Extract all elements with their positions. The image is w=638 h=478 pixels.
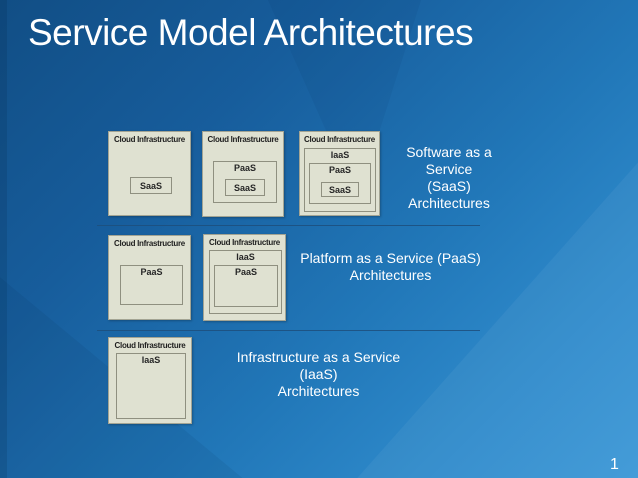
caption-line: Architectures xyxy=(408,195,490,211)
caption-line: Architectures xyxy=(349,267,432,283)
row-divider xyxy=(97,225,480,226)
diagram-paas-on-cloud: Cloud Infrastructure PaaS xyxy=(108,235,191,320)
paas-label: PaaS xyxy=(328,165,352,175)
paas-box: PaaS xyxy=(214,265,278,307)
cloud-infrastructure-label: Cloud Infrastructure xyxy=(209,238,280,247)
diagram-saas-on-paas: Cloud Infrastructure PaaS SaaS xyxy=(202,131,284,217)
saas-box: SaaS xyxy=(321,182,359,197)
slide-title: Service Model Architectures xyxy=(28,12,474,53)
paas-box: PaaS SaaS xyxy=(213,161,277,203)
cloud-infrastructure-label: Cloud Infrastructure xyxy=(304,135,375,144)
caption-line: Platform as a Service (PaaS) xyxy=(300,250,481,266)
cloud-infrastructure-label: Cloud Infrastructure xyxy=(114,341,186,350)
cloud-infrastructure-label: Cloud Infrastructure xyxy=(114,135,185,144)
caption-iaas: Infrastructure as a Service (IaaS) Archi… xyxy=(216,349,421,400)
caption-line: Architectures xyxy=(277,383,360,399)
cloud-infrastructure-label: Cloud Infrastructure xyxy=(114,239,185,248)
paas-label: PaaS xyxy=(234,267,258,277)
iaas-box: IaaS xyxy=(116,353,186,419)
iaas-box: IaaS PaaS SaaS xyxy=(304,148,376,212)
diagram-saas-on-paas-on-iaas: Cloud Infrastructure IaaS PaaS SaaS xyxy=(299,131,380,216)
cloud-infrastructure-label: Cloud Infrastructure xyxy=(207,135,279,144)
diagram-paas-on-iaas: Cloud Infrastructure IaaS PaaS xyxy=(203,234,286,321)
background-facet xyxy=(0,0,7,478)
caption-line: Infrastructure as a Service (IaaS) xyxy=(236,349,401,382)
caption-saas: Software as a Service (SaaS) Architectur… xyxy=(385,144,513,212)
row-divider xyxy=(97,330,480,331)
paas-box: PaaS SaaS xyxy=(309,163,371,204)
iaas-box: IaaS PaaS xyxy=(209,250,282,314)
page-number: 1 xyxy=(610,456,619,473)
saas-box: SaaS xyxy=(225,179,265,196)
diagram-saas-on-cloud: Cloud Infrastructure SaaS xyxy=(108,131,191,216)
paas-label: PaaS xyxy=(233,163,257,173)
paas-box: PaaS xyxy=(120,265,183,305)
paas-label: PaaS xyxy=(140,267,163,277)
caption-paas: Platform as a Service (PaaS) Architectur… xyxy=(293,250,488,284)
caption-line: Software as a Service xyxy=(406,144,492,177)
iaas-label: IaaS xyxy=(330,150,350,160)
saas-box: SaaS xyxy=(130,177,172,194)
iaas-label: IaaS xyxy=(236,252,255,262)
caption-line: (SaaS) xyxy=(427,178,471,194)
iaas-label: IaaS xyxy=(141,355,161,365)
diagram-iaas-on-cloud: Cloud Infrastructure IaaS xyxy=(108,337,192,424)
